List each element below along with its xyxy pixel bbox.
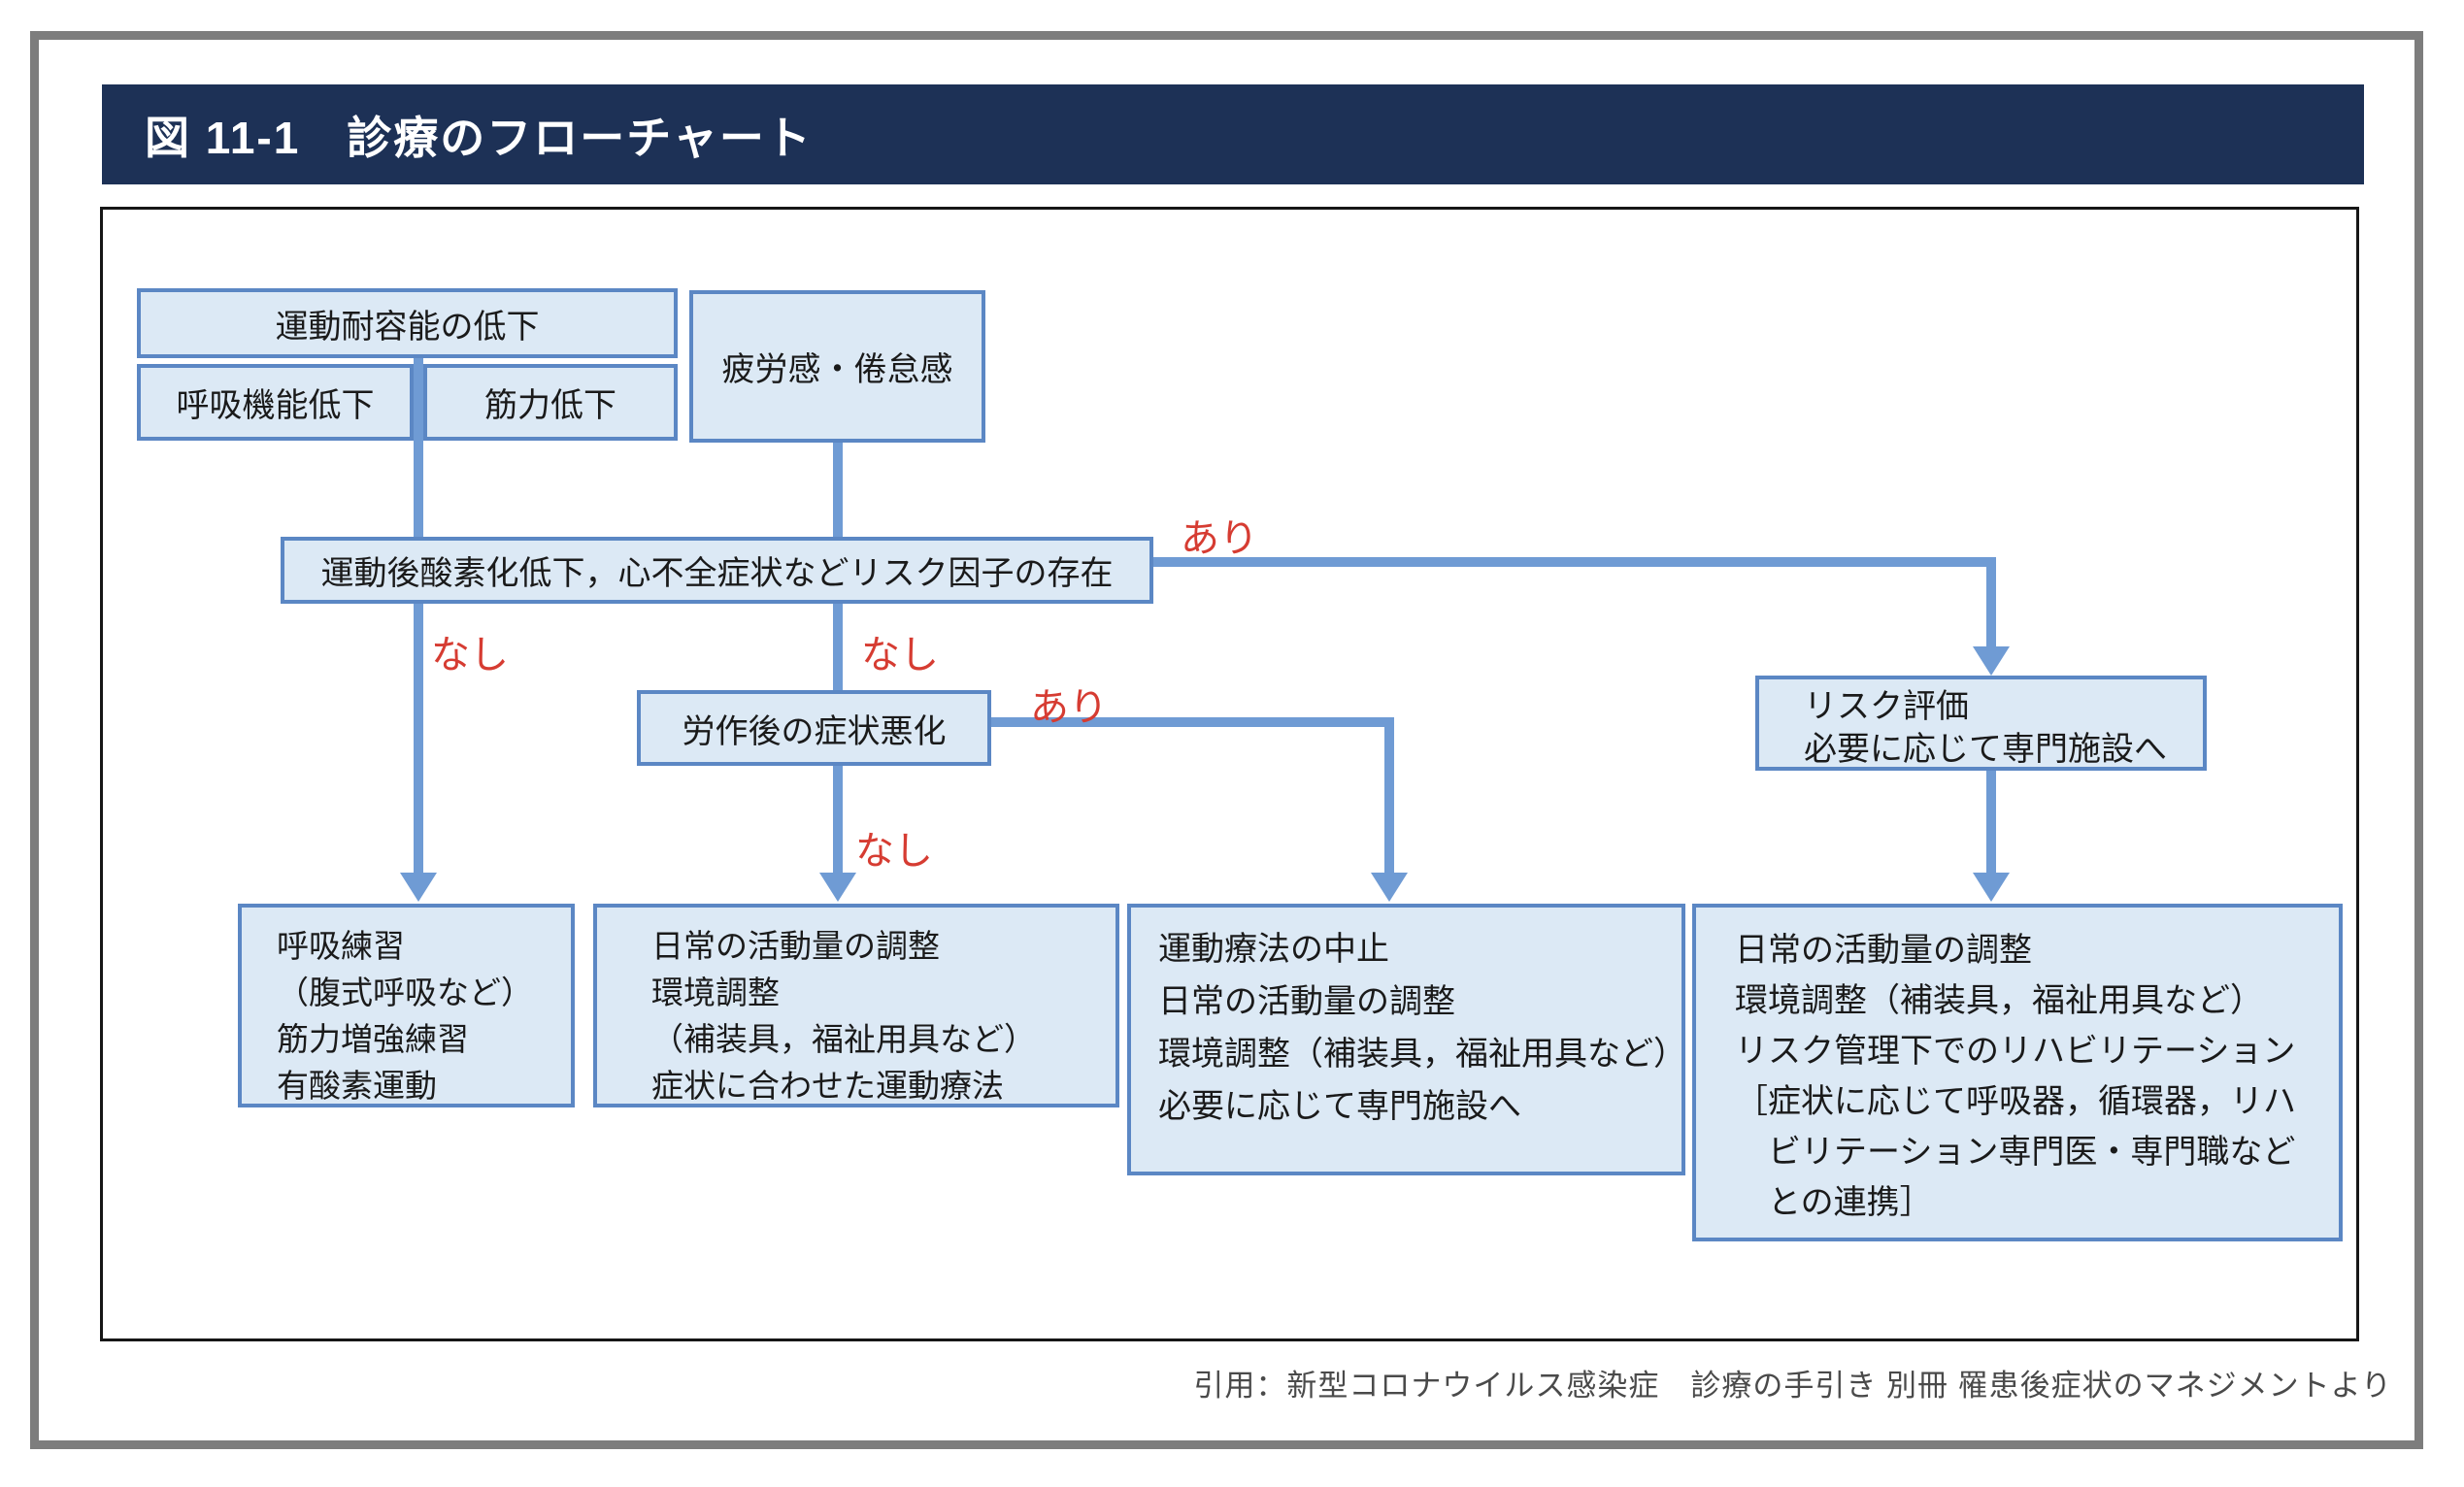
figure-title-bar: 図 11-1 診療のフローチャート (102, 84, 2364, 184)
node-risk-assessment: リスク評価 必要に応じて専門施設へ (1755, 676, 2207, 771)
figure-title: 図 11-1 診療のフローチャート (145, 112, 813, 163)
node-line: 必要に応じて専門施設へ (1804, 731, 2167, 768)
node-respiratory-decline: 呼吸機能低下 (137, 364, 414, 441)
node-post-exertion-worsening: 労作後の症状悪化 (637, 690, 991, 766)
node-line: ［症状に応じて呼吸器，循環器，リハ (1735, 1083, 2296, 1120)
node-muscle-weakness: 筋力低下 (423, 364, 678, 441)
node-exercise-tolerance: 運動耐容能の低下 (137, 288, 678, 358)
arrowhead-into-outcome-adjust (819, 873, 856, 902)
arrowhead-into-risk-assessment (1973, 646, 2010, 676)
node-line: リスク管理下でのリハビリテーション (1735, 1033, 2296, 1070)
node-line: 呼吸練習 (277, 928, 405, 964)
edge-label-risk-absent-left: なし (431, 634, 509, 677)
node-line: 有酸素運動 (277, 1068, 437, 1104)
node-line: 日常の活動量の調整 (651, 928, 940, 964)
node-outcome-stop-exercise: 運動療法の中止 日常の活動量の調整 環境調整（補装具，福祉用具など） 必要に応じ… (1127, 904, 1686, 1175)
node-fatigue: 疲労感・倦怠感 (689, 290, 985, 443)
connector-risk-no-left-down (414, 604, 423, 875)
citation: 引用：新型コロナウイルス感染症 診療の手引き 別冊 罹患後症状のマネジメントより (1193, 1369, 2392, 1403)
node-line: 環境調整 (651, 975, 780, 1010)
edge-label-risk-present: あり (1181, 517, 1258, 560)
connector-exertion-no-down (833, 766, 843, 875)
node-outcome-breathing: 呼吸練習 （腹式呼吸など） 筋力増強練習 有酸素運動 (238, 904, 575, 1107)
node-line: ビリテーション専門医・専門職など (1735, 1134, 2296, 1171)
node-line: 筋力増強練習 (277, 1021, 469, 1057)
node-line: （補装具，福祉用具など） (651, 1021, 1036, 1057)
node-line: 日常の活動量の調整 (1158, 983, 1455, 1020)
node-line: 環境調整（補装具，福祉用具など） (1158, 1036, 1686, 1073)
arrowhead-into-outcome-breathing (400, 873, 437, 902)
node-line: 日常の活動量の調整 (1735, 932, 2032, 969)
connector-tolerance-down (414, 353, 423, 537)
arrowhead-into-outcome-stop (1371, 873, 1408, 902)
connector-exertion-yes-horizontal (991, 717, 1394, 727)
connector-risk-yes-down (1986, 557, 1996, 651)
node-line: 症状に合わせた運動療法 (651, 1068, 1004, 1104)
flowchart-canvas: あり なし なし あり なし 運動耐容能の低下 呼吸機能低下 筋力低下 疲労感・… (100, 207, 2359, 1341)
node-line: 運動療法の中止 (1158, 931, 1389, 968)
edge-label-risk-absent-mid: なし (861, 634, 939, 677)
connector-fatigue-down (833, 438, 843, 537)
node-line: 環境調整（補装具，福祉用具など） (1735, 982, 2263, 1019)
node-line: リスク評価 (1804, 688, 1969, 725)
connector-risk-no-mid-down (833, 604, 843, 690)
connector-risk-yes-horizontal (1153, 557, 1996, 567)
node-line: 必要に応じて専門施設へ (1158, 1088, 1521, 1125)
node-risk-factors: 運動後酸素化低下，心不全症状などリスク因子の存在 (281, 537, 1153, 604)
node-line: （腹式呼吸など） (277, 975, 533, 1010)
connector-exertion-yes-down (1384, 717, 1394, 875)
edge-label-exertion-absent: なし (855, 830, 933, 873)
connector-assessment-down (1986, 771, 1996, 873)
arrowhead-into-outcome-risk-managed (1973, 873, 2010, 902)
node-outcome-adjust: 日常の活動量の調整 環境調整 （補装具，福祉用具など） 症状に合わせた運動療法 (593, 904, 1119, 1107)
node-line: との連携］ (1735, 1184, 1933, 1221)
node-outcome-risk-managed: 日常の活動量の調整 環境調整（補装具，福祉用具など） リスク管理下でのリハビリテ… (1692, 904, 2343, 1241)
edge-label-exertion-present: あり (1030, 686, 1108, 729)
